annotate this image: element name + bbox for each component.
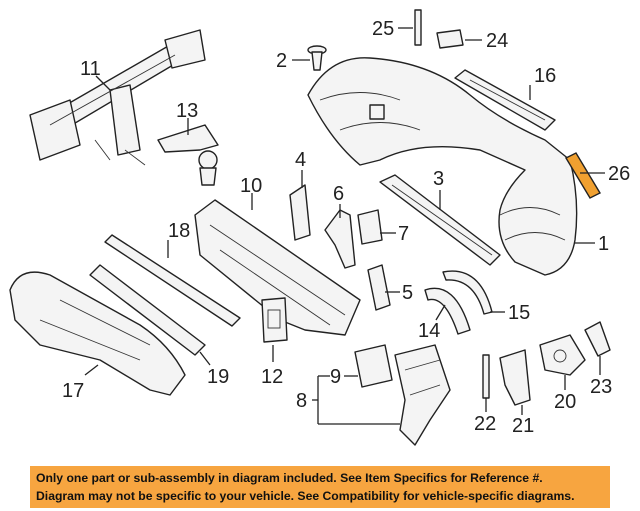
part-9-plate [354,344,393,388]
part-8-bracket [394,344,451,446]
callout-label-5: 5 [402,282,413,304]
part-5-bracket [367,264,391,311]
callout-label-22: 22 [474,413,496,435]
callout-label-11: 11 [80,58,101,80]
callout-21: 21 [512,405,534,437]
callout-4: 4 [295,149,306,188]
callout-5: 5 [385,282,413,304]
callout-label-26: 26 [608,163,630,185]
callout-label-21: 21 [512,415,534,437]
callout-label-20: 20 [554,391,576,413]
callout-16: 16 [529,65,556,100]
callout-label-4: 4 [295,149,306,171]
callout-3: 3 [433,168,444,210]
part-3-absorber [379,174,501,266]
callout-label-8: 8 [296,390,307,412]
callout-9: 9 [330,366,358,388]
callout-label-23: 23 [590,376,612,398]
notice-line-2: Diagram may not be specific to your vehi… [36,489,575,503]
callout-label-25: 25 [372,18,394,40]
callout-22: 22 [474,398,496,435]
callout-18: 18 [167,220,190,258]
callout-1: 1 [575,233,609,255]
callout-label-2: 2 [276,50,287,72]
notice-line-1: Only one part or sub-assembly in diagram… [36,471,543,485]
compatibility-notice: Only one part or sub-assembly in diagram… [30,466,610,508]
callout-13: 13 [176,100,198,135]
part-10-reinforcement [194,199,361,336]
callout-label-3: 3 [433,168,444,190]
callout-17: 17 [62,364,99,402]
callout-19: 19 [199,351,229,388]
part-6-bracket [324,209,356,269]
callout-12: 12 [261,345,283,388]
part-14-arch-liner [424,287,471,335]
part-16-strip [454,69,556,131]
callout-23: 23 [590,356,612,398]
callout-label-24: 24 [486,30,508,52]
part-13-hitch-ball [157,124,219,186]
part-23-bracket [584,321,611,357]
callout-2: 2 [276,50,310,72]
callout-label-19: 19 [207,366,229,388]
part-7-bracket [357,209,383,245]
callout-label-12: 12 [261,366,283,388]
callout-label-18: 18 [168,220,190,242]
part-25-bolt [414,9,422,46]
callout-11: 11 [80,58,111,91]
callout-label-10: 10 [240,175,262,197]
part-12-plate [261,297,288,343]
callout-8: 8 [296,375,400,425]
callout-24: 24 [465,30,508,52]
callout-label-1: 1 [598,233,609,255]
callout-14: 14 [418,304,446,342]
callout-label-7: 7 [398,223,409,245]
part-15-arch-trim [442,270,493,315]
part-19-strip [89,264,206,356]
part-4-bracket [289,184,311,241]
callout-label-9: 9 [330,366,341,388]
part-18-strip [104,234,241,327]
callout-label-13: 13 [176,100,198,122]
callout-20: 20 [554,375,576,413]
part-20-housing [539,334,586,376]
part-24-bracket [436,29,464,49]
callout-15: 15 [490,302,530,324]
callout-10: 10 [240,175,262,210]
callout-6: 6 [333,183,344,218]
part-26-reflector [565,152,601,199]
callout-label-16: 16 [534,65,556,87]
callout-25: 25 [372,18,413,40]
callout-label-6: 6 [333,183,344,205]
callout-7: 7 [380,223,409,245]
parts-diagram: 1 2 3 4 5 6 7 8 9 10 11 [9,9,630,446]
callout-26: 26 [580,163,630,185]
callout-label-14: 14 [418,320,440,342]
part-1-bumper-cover [307,57,578,276]
part-21-bracket [499,349,531,406]
part-22-stud [482,354,490,399]
part-2-push-clip [307,45,327,71]
callout-label-17: 17 [62,380,84,402]
part-11-trailer-hitch [29,29,206,166]
part-17-lower-panel [9,271,186,396]
callout-label-15: 15 [508,302,530,324]
